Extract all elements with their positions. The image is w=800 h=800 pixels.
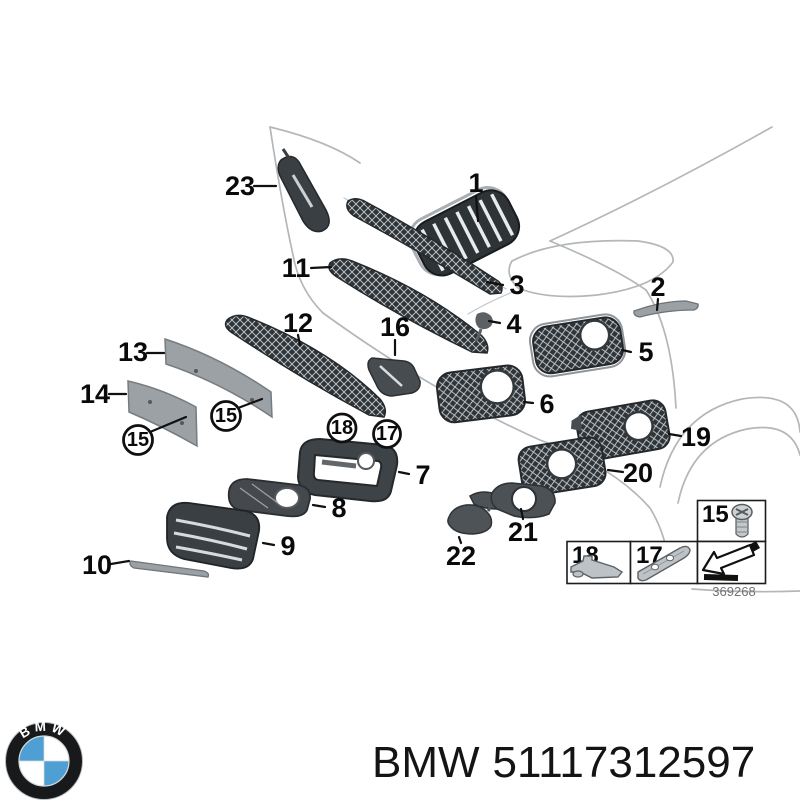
legend: 15 18 17 369268: [566, 499, 767, 599]
part-12-lower-mesh-grille: [224, 314, 387, 418]
callout-16: 16: [380, 312, 410, 342]
callout-2: 2: [650, 272, 665, 302]
callout-23: 23: [225, 171, 255, 201]
part-callouts: 1 2 3 4 5 6 7 8 9 10 11 12 13 14 16 19 2…: [80, 168, 711, 580]
part-4-washer-nozzle-cover: [474, 312, 493, 342]
svg-text:15: 15: [127, 429, 149, 451]
part-2-bumper-trim-strip: [633, 300, 699, 318]
callout-19: 19: [681, 422, 711, 452]
bmw-logo: BMW: [5, 719, 83, 800]
part-14-license-plate-filler-small: [127, 380, 198, 448]
part-6-fog-light-grille: [435, 364, 527, 424]
callout-21: 21: [508, 517, 538, 547]
callout-6: 6: [539, 389, 554, 419]
svg-text:18: 18: [331, 417, 353, 439]
bmw-logo-letters: BMW: [17, 719, 67, 742]
drawing-number: 369268: [712, 584, 755, 599]
callout-1: 1: [468, 168, 483, 198]
part-9-closed-grille: [166, 501, 261, 570]
callout-14: 14: [80, 379, 110, 409]
circled-callout-18: 18: [326, 412, 358, 444]
part-3-upper-center-mesh-grille: [346, 198, 503, 295]
legend-box-screw: [696, 499, 767, 543]
part-8-fog-grille-with-hole: [227, 478, 311, 518]
circled-callout-15-left: 15: [122, 424, 154, 456]
circled-callout-15-mid: 15: [210, 400, 242, 432]
part-20-fog-light-grille-closed: [517, 436, 607, 497]
part-7-fog-lamp-frame: [296, 437, 399, 503]
callout-8: 8: [331, 493, 346, 523]
part-16-bumper-bracket-cover: [367, 357, 421, 397]
callout-4: 4: [506, 309, 521, 339]
callout-3: 3: [509, 270, 524, 300]
svg-text:15: 15: [215, 405, 237, 427]
callout-5: 5: [638, 337, 653, 367]
callout-7: 7: [415, 460, 430, 490]
bracket-18-icon: [570, 555, 624, 579]
part-11-lower-center-mesh-grille: [328, 258, 489, 354]
part-13-license-plate-filler-large: [164, 337, 273, 419]
part-5-fog-light-grille-right: [528, 313, 627, 378]
callout-22: 22: [446, 541, 476, 571]
callout-10: 10: [82, 550, 112, 580]
callout-11: 11: [282, 253, 311, 283]
part-23-headlight-washer-cover: [277, 148, 330, 233]
svg-text:17: 17: [376, 423, 398, 445]
part-22-cap: [447, 499, 493, 535]
direction-arrow-icon: [701, 541, 760, 581]
bracket-17-icon: [637, 545, 691, 582]
callout-12: 12: [283, 308, 313, 338]
circled-callouts: 15 15 18 17: [122, 400, 402, 456]
screw-icon: [731, 503, 753, 538]
svg-text:BMW: BMW: [17, 719, 71, 742]
part-10-trim-strip: [129, 560, 210, 578]
callout-13: 13: [118, 337, 148, 367]
part-21-fog-lamp-ring-bracket: [469, 482, 556, 519]
callout-9: 9: [280, 531, 295, 561]
callout-leader-lines: [107, 184, 683, 566]
circled-callout-17: 17: [372, 419, 402, 449]
legend-screw-number: 15: [702, 501, 729, 528]
callout-20: 20: [623, 458, 653, 488]
